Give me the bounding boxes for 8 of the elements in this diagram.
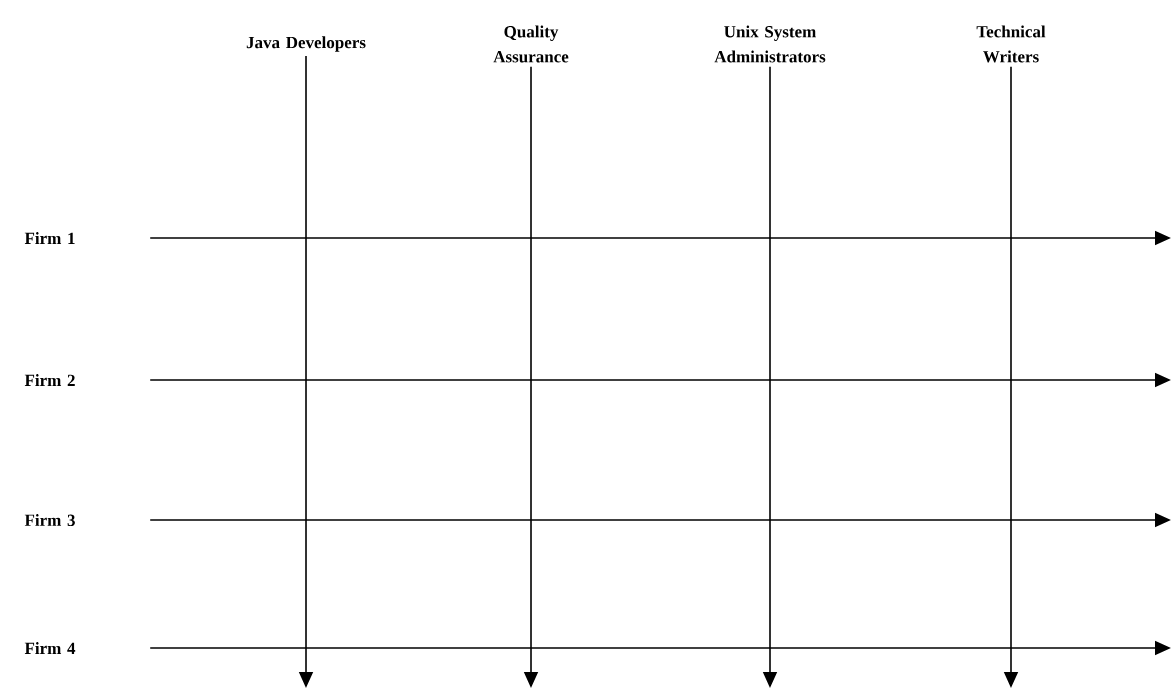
column-header: Technical Writers: [976, 25, 1046, 63]
column-header: Java Developers: [246, 36, 366, 52]
row-label: Firm 2: [24, 374, 75, 386]
row-label: Firm 1: [24, 232, 75, 244]
row-label: Firm 4: [24, 642, 76, 654]
column-header: Quality Assurance: [493, 25, 569, 63]
row-label: Firm 3: [24, 514, 75, 526]
column-header: Unix System Administrators: [714, 25, 826, 63]
